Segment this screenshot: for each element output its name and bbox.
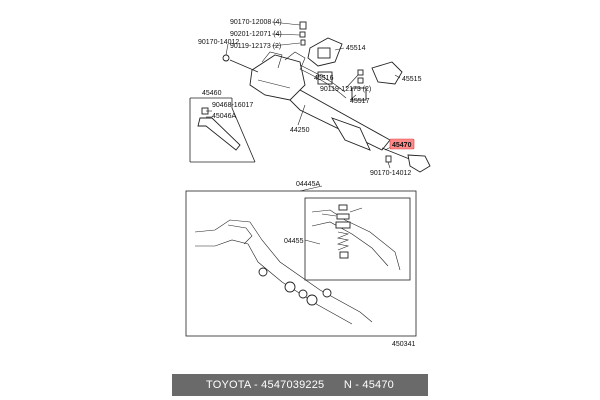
label-90201-12071: 90201-12071 (4)	[230, 31, 282, 38]
caption-text: TOYOTA - 4547039225 N - 45470	[206, 379, 394, 391]
label-45516: 45516	[314, 75, 334, 82]
label-45515: 45515	[402, 76, 422, 83]
tie-rod-end-detail	[189, 97, 256, 163]
label-45460: 45460	[202, 90, 222, 97]
label-45514: 45514	[346, 45, 366, 52]
label-04445A: 04445A	[296, 181, 320, 188]
highlight-45470	[389, 138, 415, 150]
steering-rack-assembly	[222, 21, 431, 173]
label-45046A: 45046A	[212, 113, 236, 120]
label-90170-14012-b: 90170-14012	[370, 170, 411, 177]
label-90170-14012-a: 90170-14012	[198, 39, 239, 46]
label-45517: 45517	[350, 98, 370, 105]
label-04455: 04455	[284, 238, 304, 245]
label-90468-16017: 90468-16017	[212, 102, 253, 109]
label-90119-12173-a: 90119-12173 (2)	[230, 43, 281, 50]
gear-assembly-detail	[185, 185, 417, 337]
label-450341: 450341	[392, 341, 415, 348]
label-90170-12008: 90170-12008 (4)	[230, 19, 282, 26]
label-90119-12173-b: 90119-12173 (2)	[320, 86, 371, 93]
part-labels: 90170-12008 (4) 90201-12071 (4) 90119-12…	[198, 19, 422, 348]
label-45470: 45470	[392, 142, 412, 149]
caption-bar: TOYOTA - 4547039225 N - 45470	[172, 374, 428, 396]
label-44250: 44250	[290, 127, 310, 134]
